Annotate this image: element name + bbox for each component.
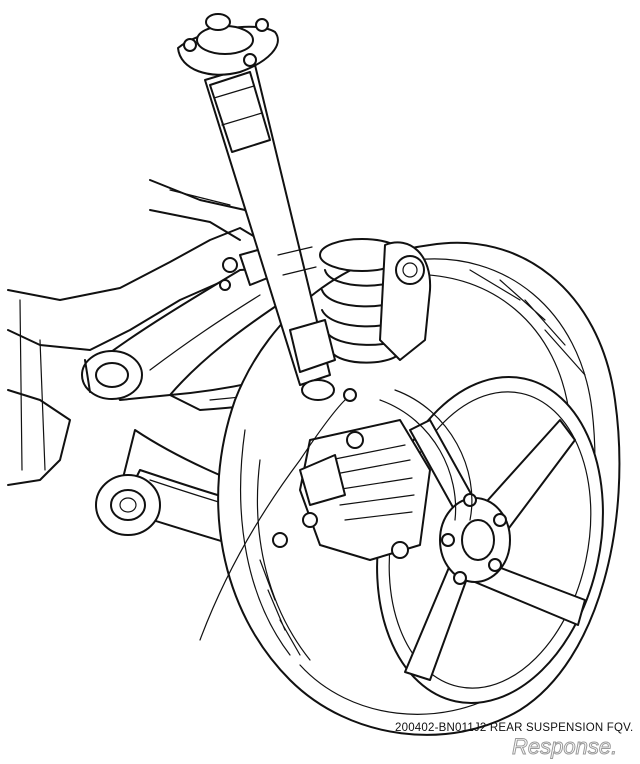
upper-arm-bushing — [81, 350, 143, 400]
brake-disc — [379, 389, 473, 521]
abs-sensor-cable — [199, 399, 346, 641]
figure-caption: 200402-BN011J2 REAR SUSPENSION FQV. — [395, 722, 634, 734]
response-watermark: Response. — [512, 734, 618, 760]
bolts — [219, 257, 357, 548]
top-mount — [177, 13, 279, 76]
wheel-hub — [439, 493, 511, 585]
knuckle — [379, 241, 432, 361]
brake-caliper — [299, 419, 431, 561]
lower-arm-bushing — [95, 474, 161, 536]
watermark-text: Response. — [512, 734, 617, 759]
shock-absorber — [204, 64, 336, 401]
